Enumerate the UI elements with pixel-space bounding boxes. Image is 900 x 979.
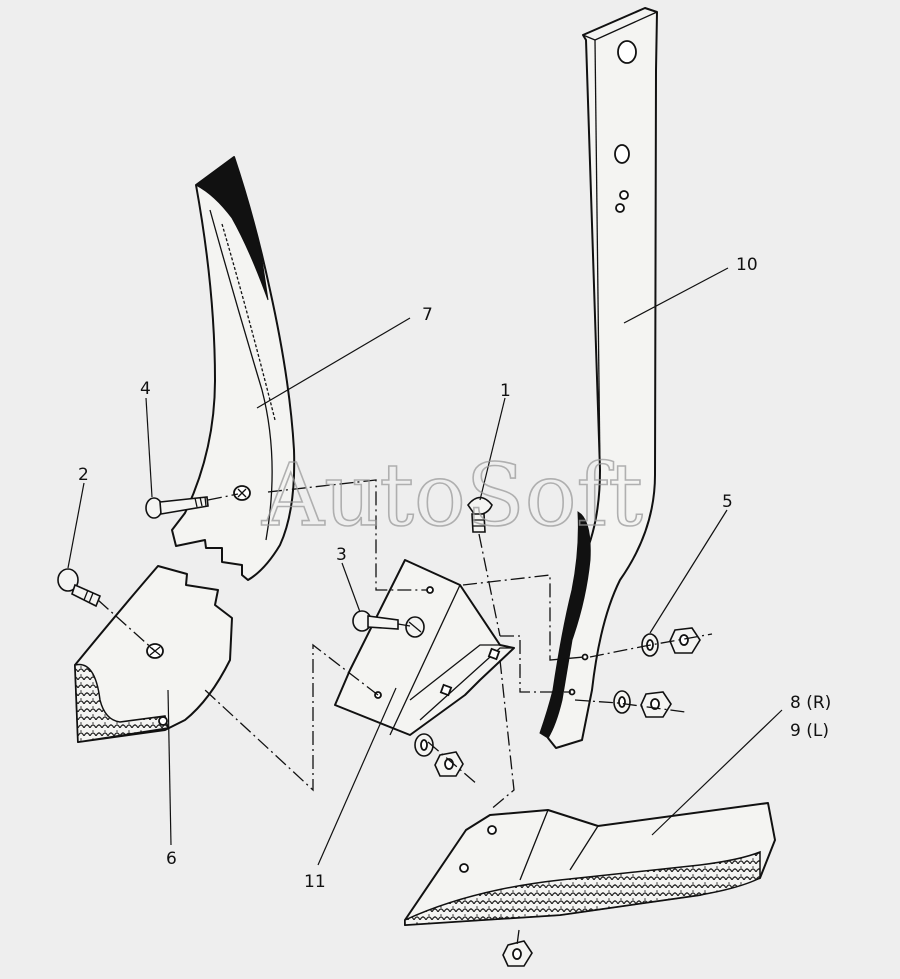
callout-1: 1 [500,381,511,401]
shank-hole-top [617,40,637,64]
part-3-bolt [352,610,425,638]
shank-hole-small-a [619,190,629,200]
part-11-adapter [334,559,515,736]
callout-5: 5 [722,492,733,512]
callout-3: 3 [336,545,347,565]
callout-2: 2 [78,465,89,485]
part-6-point [74,565,233,743]
callout-9: 9 (L) [790,721,829,741]
watermark-text: AutoSoft [261,446,643,546]
callout-4: 4 [140,379,151,399]
callouts: 1 2 3 4 5 6 7 8 (R) 9 (L) 10 11 [78,255,831,892]
shank-hole-small-b [615,203,625,213]
assembly-lines [97,479,713,946]
callout-10: 10 [736,255,758,275]
part-8-9-share [404,802,776,926]
part-1-bolt [467,496,493,533]
part-10-shank [539,7,658,749]
adapter-washer-nut [414,733,464,777]
callout-8: 8 (R) [790,693,831,713]
shank-hole-middle [614,144,630,164]
leader-lines [67,267,783,866]
callout-6: 6 [166,849,177,869]
callout-7: 7 [422,305,433,325]
part-4-bolt [145,496,209,519]
share-nut [502,940,533,967]
callout-11: 11 [304,872,326,892]
part-7-guard [171,156,296,581]
part-2-bolt [57,568,102,608]
